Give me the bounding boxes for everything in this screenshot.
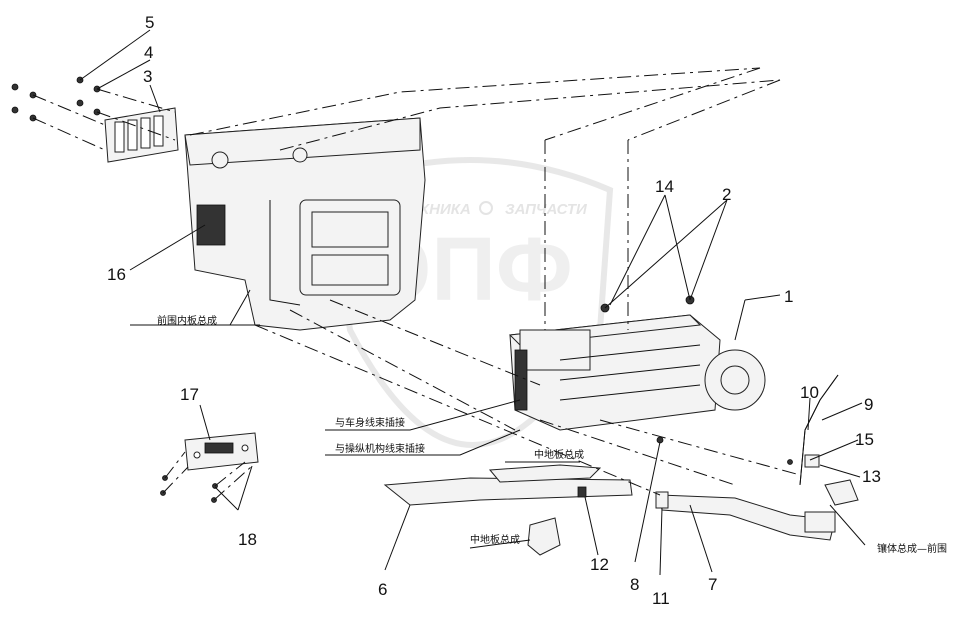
callout-8: 8 [630,575,639,594]
callout-9: 9 [864,395,873,414]
callout-10: 10 [800,383,819,402]
text-labels: 前围内板总成 与车身线束插接 与操纵机构线束插接 中地板总成 中地板总成 镶体总… [157,314,947,555]
callout-2: 2 [722,185,731,204]
fasteners-left [11,76,176,151]
callout-4: 4 [144,43,153,62]
callout-12: 12 [590,555,609,574]
front-inner-panel [184,117,426,331]
callout-7: 7 [708,575,717,594]
callout-15: 15 [855,430,874,449]
climate-control-panel [160,432,259,503]
watermark-right-text: ЗАПЧАСТИ [505,201,588,218]
gear-icon [479,201,493,215]
label-body-front: 镶体总成—前围 [877,542,947,555]
label-body-harness: 与车身线束插接 [335,416,405,429]
callout-3: 3 [143,67,152,86]
vent-grille [104,107,179,163]
callout-5: 5 [145,13,154,32]
hvac-unit [508,314,766,431]
callout-18: 18 [238,530,257,549]
label-control-harness: 与操纵机构线束插接 [335,442,425,455]
callout-numbers: 1 2 3 4 5 6 7 8 9 10 11 12 13 14 15 16 1… [107,13,881,608]
explode-lines [189,67,801,496]
leader-lines [79,29,866,576]
callout-11: 11 [652,589,670,608]
callout-6: 6 [378,580,387,599]
floor-duct-right [659,494,836,541]
label-center-floor-top: 中地板总成 [534,448,584,461]
mount-bracket [527,486,587,556]
callout-16: 16 [107,265,126,284]
callout-14: 14 [655,177,674,196]
floor-duct-left [383,464,633,506]
callout-13: 13 [862,467,881,486]
label-front-inner-panel: 前围内板总成 [157,314,217,327]
callout-1: 1 [784,287,793,306]
drain-hose [787,374,859,506]
callout-17: 17 [180,385,199,404]
label-center-floor-bottom: 中地板总成 [470,533,520,546]
